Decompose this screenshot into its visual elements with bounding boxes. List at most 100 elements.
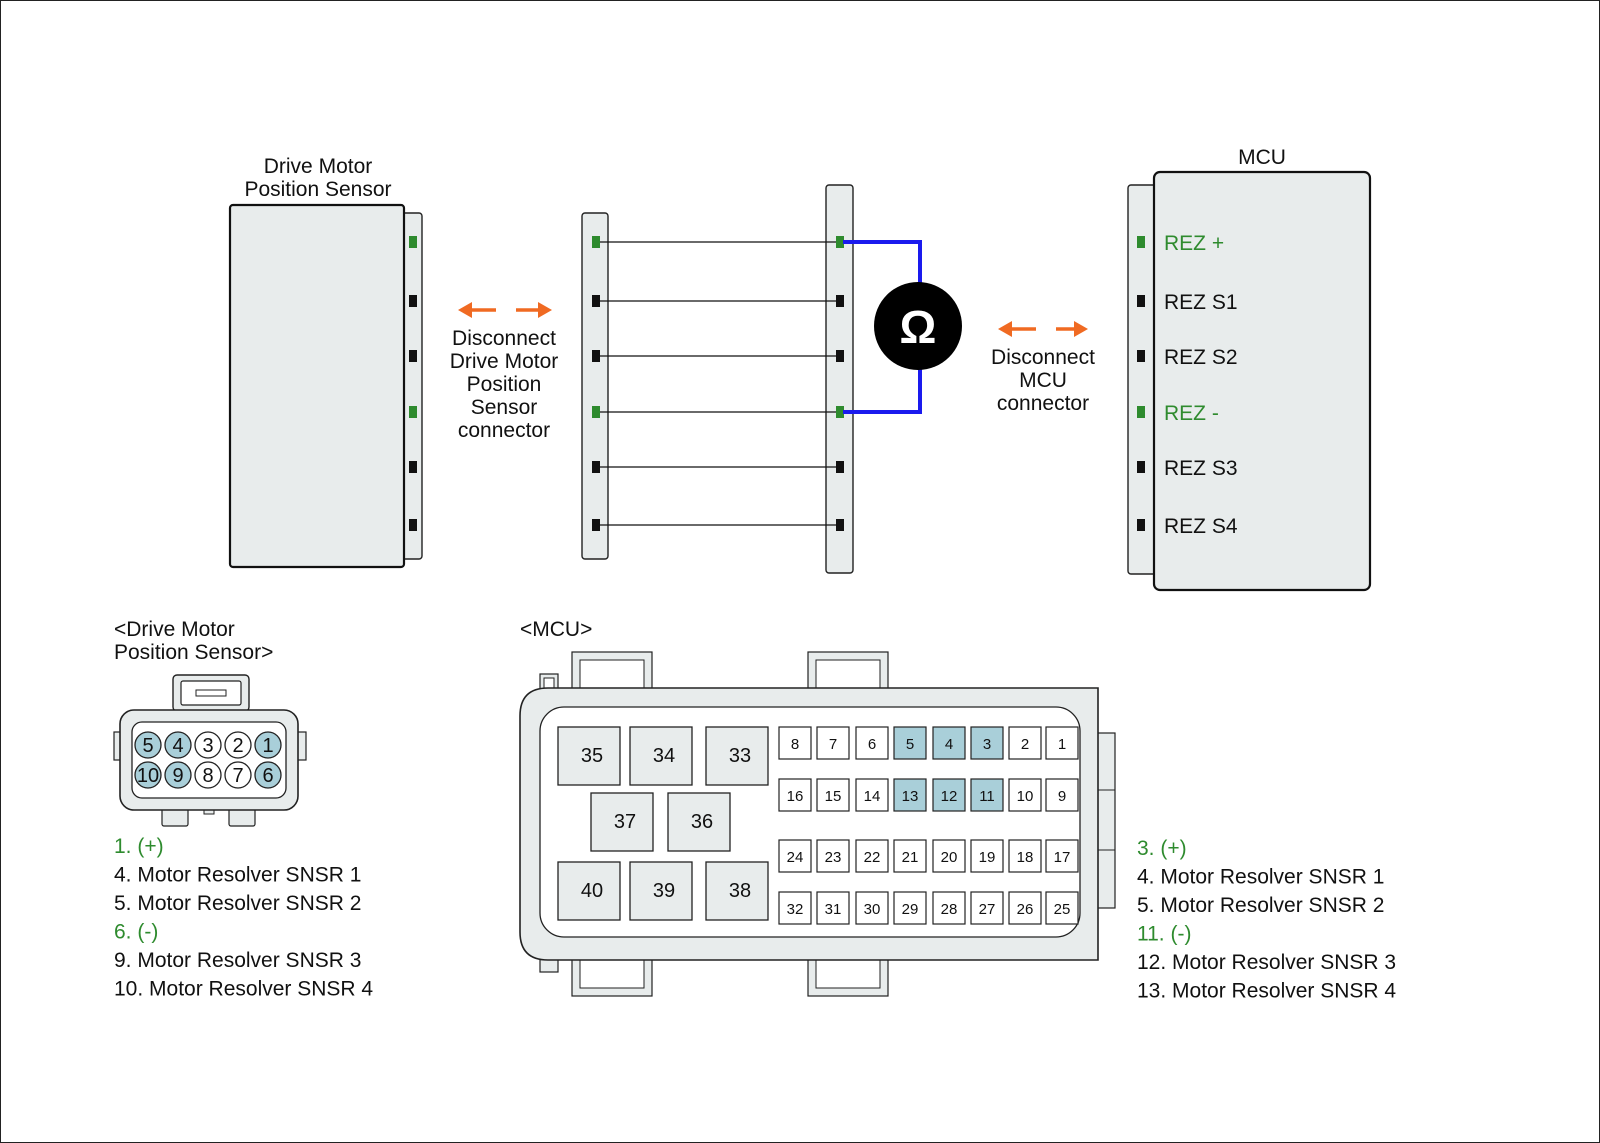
disconnect-label-line: Sensor <box>471 396 538 419</box>
harness-right-pin-1 <box>836 236 844 248</box>
mcu-face-pin-number: 9 <box>1058 788 1066 805</box>
mcu-face-pin-number: 13 <box>902 788 919 805</box>
disconnect-mcu-arrow <box>998 321 1088 337</box>
mcu-face-pin-number: 35 <box>581 745 603 767</box>
mcu-pin-3 <box>1137 350 1145 362</box>
mcu-face-pin-10 <box>1008 778 1042 812</box>
mcu-face-pin-number: 21 <box>902 849 919 866</box>
disconnect-sensor-arrow <box>458 302 552 318</box>
mcu-face-pin-number: 27 <box>979 901 996 918</box>
mcu-face-pin-number: 1 <box>1058 736 1066 753</box>
mcu-face-pin-number: 19 <box>979 849 996 866</box>
harness-left-pin-1 <box>592 236 600 248</box>
mcu-face-pin-number: 4 <box>945 736 953 753</box>
sensor-face-pin-4 <box>164 731 192 759</box>
harness-left-pin-5 <box>592 461 600 473</box>
sensor-pin-6 <box>409 519 417 531</box>
ohm-symbol: Ω <box>900 301 937 353</box>
legend-item: 5. Motor Resolver SNSR 2 <box>1137 894 1384 917</box>
mcu-face-pin-39 <box>629 861 693 921</box>
mcu-face-pin-number: 20 <box>941 849 958 866</box>
mcu-pin-label: REZ S3 <box>1164 457 1238 480</box>
mcu-pin-5 <box>1137 461 1145 473</box>
mcu-face-pin-6 <box>855 726 889 760</box>
sensor-face-pin-number: 9 <box>172 765 183 787</box>
sensor-face-pin-number: 8 <box>202 765 213 787</box>
harness-right-pin-6 <box>836 519 844 531</box>
sensor-pin-3 <box>409 350 417 362</box>
mcu-face-pin-35 <box>557 726 621 786</box>
harness-left-connector <box>581 212 609 560</box>
mcu-face-pin-21 <box>893 839 927 873</box>
mcu-face-pin-23 <box>816 839 850 873</box>
sensor-face-pin-number: 5 <box>142 735 153 757</box>
mcu-face-pin-number: 15 <box>825 788 842 805</box>
meter-lead-bottom <box>843 369 922 414</box>
mcu-face-pin-1 <box>1045 726 1079 760</box>
mcu-pin-2 <box>1137 295 1145 307</box>
legend-item: 13. Motor Resolver SNSR 4 <box>1137 980 1396 1003</box>
disconnect-label-line: Disconnect <box>452 327 556 350</box>
harness-left-pin-2 <box>592 295 600 307</box>
mcu-face-pin-number: 11 <box>979 788 995 805</box>
mcu-face-pin-number: 26 <box>1017 901 1034 918</box>
disconnect-label-line: connector <box>458 419 550 442</box>
legend-item: 4. Motor Resolver SNSR 1 <box>1137 866 1384 889</box>
mcu-pin-6 <box>1137 519 1145 531</box>
disconnect-label-line: Position <box>467 373 542 396</box>
sensor-face-pin-6 <box>254 761 282 789</box>
legend-item: 12. Motor Resolver SNSR 3 <box>1137 951 1396 974</box>
mcu-face-pin-37 <box>590 792 654 852</box>
mcu-face-pin-17 <box>1045 839 1079 873</box>
mcu-face-pin-32 <box>778 891 812 925</box>
sensor-connector-title-line1: <Drive Motor <box>114 618 235 641</box>
mcu-face-pin-14 <box>855 778 889 812</box>
sensor-face-pin-number: 6 <box>262 765 273 787</box>
sensor-pin-1 <box>409 236 417 248</box>
sensor-face-pin-2 <box>224 731 252 759</box>
mcu-connector-title: <MCU> <box>520 618 592 641</box>
legend-item: 1. (+) <box>114 835 164 858</box>
disconnect-label-line: MCU <box>1019 369 1067 392</box>
mcu-face-pin-9 <box>1045 778 1079 812</box>
mcu-face-pin-number: 39 <box>653 880 675 902</box>
mcu-face-pin-29 <box>893 891 927 925</box>
mcu-face-pin-number: 23 <box>825 849 842 866</box>
sensor-face-pin-1 <box>254 731 282 759</box>
mcu-face-pin-33 <box>705 726 769 786</box>
disconnect-label-line: Drive Motor <box>450 350 559 373</box>
harness-right-pin-4 <box>836 406 844 418</box>
mcu-face-pin-40 <box>557 861 621 921</box>
sensor-pins <box>409 236 417 531</box>
drive-motor-position-sensor-component: Drive Motor Position Sensor <box>228 155 423 569</box>
sensor-pin-5 <box>409 461 417 473</box>
sensor-title-line1: Drive Motor <box>264 155 373 178</box>
mcu-face-pin-12 <box>932 778 966 812</box>
harness-left-pin-6 <box>592 519 600 531</box>
mcu-face-pin-19 <box>970 839 1004 873</box>
legend-item: 11. (-) <box>1137 923 1191 946</box>
sensor-face-pin-number: 10 <box>137 765 159 787</box>
mcu-face-pin-number: 24 <box>787 849 804 866</box>
mcu-face-pin-2 <box>1008 726 1042 760</box>
mcu-face-pin-number: 10 <box>1017 788 1034 805</box>
mcu-face-pin-30 <box>855 891 889 925</box>
mcu-pin-label: REZ - <box>1164 402 1219 425</box>
sensor-title-line2: Position Sensor <box>244 178 391 201</box>
mcu-face-pin-36 <box>667 792 731 852</box>
mcu-face-pin-number: 33 <box>729 745 751 767</box>
mcu-face-pin-number: 36 <box>691 811 713 833</box>
ohmmeter: Ω <box>843 240 962 414</box>
harness-right-pin-3 <box>836 350 844 362</box>
mcu-face-pin-number: 6 <box>868 736 876 753</box>
mcu-face-pin-number: 25 <box>1054 901 1071 918</box>
mcu-face-pin-number: 32 <box>787 901 804 918</box>
mcu-face-pin-number: 34 <box>653 745 675 767</box>
mcu-face-pin-24 <box>778 839 812 873</box>
sensor-face-pin-9 <box>164 761 192 789</box>
mcu-pin-1 <box>1137 236 1145 248</box>
